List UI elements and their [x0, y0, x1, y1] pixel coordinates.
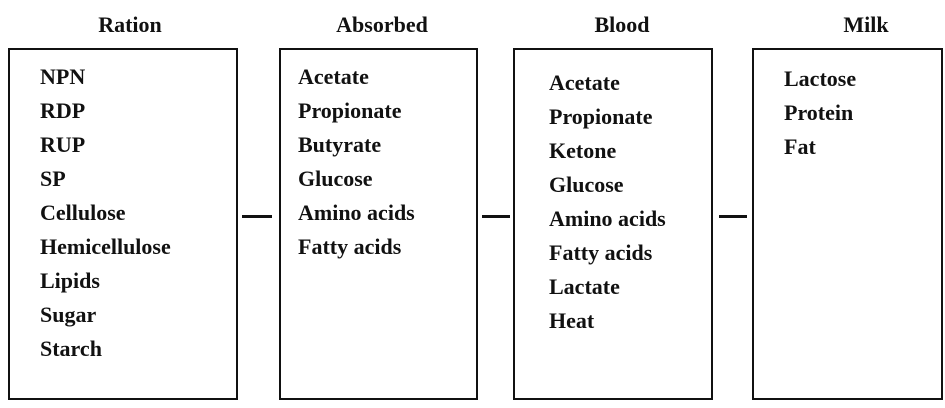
list-item: Hemicellulose: [40, 234, 171, 259]
list-item: Amino acids: [298, 200, 415, 225]
list-item: Lactose: [784, 66, 857, 91]
list-item: Glucose: [298, 166, 373, 191]
absorbed-list: Acetate Propionate Butyrate Glucose Amin…: [281, 60, 476, 264]
list-item: Lipids: [40, 268, 100, 293]
ration-list: NPN RDP RUP SP Cellulose Hemicellulose L…: [10, 60, 236, 366]
list-item: Protein: [784, 100, 854, 125]
connector-absorbed-blood: [482, 215, 510, 218]
list-item: Amino acids: [549, 206, 666, 231]
list-item: Fatty acids: [298, 234, 402, 259]
connector-blood-milk: [719, 215, 747, 218]
column-title-absorbed: Absorbed: [336, 12, 428, 37]
milk-list: Lactose Protein Fat: [754, 62, 941, 164]
list-item: Propionate: [549, 104, 653, 129]
list-item: Butyrate: [298, 132, 382, 157]
list-item: Heat: [549, 308, 595, 333]
list-item: RDP: [40, 98, 86, 123]
list-item: RUP: [40, 132, 86, 157]
absorbed-box: Acetate Propionate Butyrate Glucose Amin…: [279, 48, 478, 400]
list-item: Cellulose: [40, 200, 126, 225]
column-title-blood: Blood: [594, 12, 650, 37]
list-item: Ketone: [549, 138, 617, 163]
column-title-milk: Milk: [843, 12, 889, 37]
list-item: Glucose: [549, 172, 624, 197]
list-item: Propionate: [298, 98, 402, 123]
list-item: Sugar: [40, 302, 97, 327]
ration-box: NPN RDP RUP SP Cellulose Hemicellulose L…: [8, 48, 238, 400]
blood-list: Acetate Propionate Ketone Glucose Amino …: [515, 66, 711, 338]
column-title-ration: Ration: [98, 12, 162, 37]
list-item: Starch: [40, 336, 102, 361]
list-item: Lactate: [549, 274, 620, 299]
list-item: Fat: [784, 134, 816, 159]
list-item: Acetate: [549, 70, 620, 95]
list-item: Acetate: [298, 64, 369, 89]
blood-box: Acetate Propionate Ketone Glucose Amino …: [513, 48, 713, 400]
connector-ration-absorbed: [242, 215, 272, 218]
list-item: NPN: [40, 64, 86, 89]
list-item: SP: [40, 166, 66, 191]
list-item: Fatty acids: [549, 240, 653, 265]
milk-box: Lactose Protein Fat: [752, 48, 943, 400]
